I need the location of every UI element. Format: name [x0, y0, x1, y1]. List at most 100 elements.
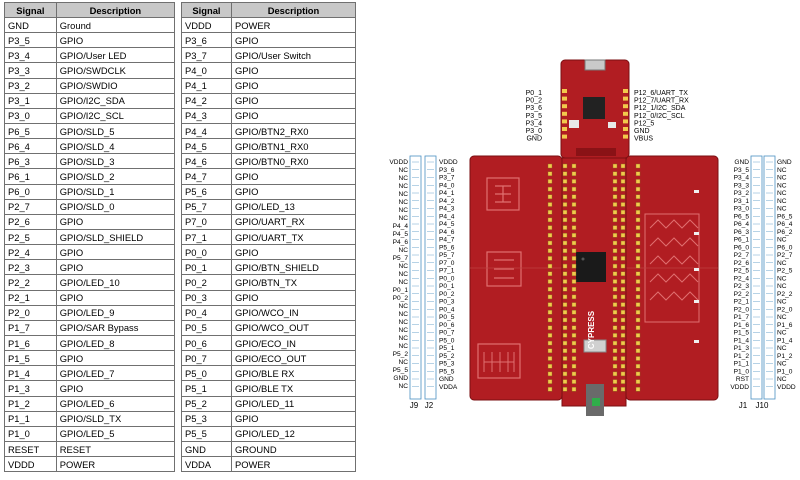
- header-pin: [635, 225, 641, 230]
- header-pin: [612, 179, 618, 184]
- pin-label: P2_0: [734, 306, 750, 313]
- header-pin: [620, 279, 626, 284]
- column-header-signal: Signal: [4, 2, 57, 18]
- header-pin: [571, 194, 577, 200]
- description-cell: GPIO/BTN2_RX0: [230, 122, 357, 140]
- description-cell: GPIO/LED_11: [230, 395, 357, 412]
- header-pin: [547, 186, 553, 192]
- pin-label: VDDD: [389, 159, 408, 166]
- header-pin: [562, 202, 568, 207]
- header-pin: [562, 111, 567, 116]
- signal-cell: P6_0: [4, 183, 57, 200]
- header-pin: [635, 163, 641, 169]
- header-pin: [562, 279, 568, 284]
- header-pin: [547, 171, 553, 176]
- pin-label: NC: [777, 299, 787, 306]
- signal-cell: P0_1: [181, 259, 232, 276]
- pin-label: P3_2: [734, 190, 750, 197]
- pin-label: P4_2: [439, 198, 455, 205]
- signal-cell: P5_7: [181, 198, 232, 215]
- pin-label: NC: [398, 383, 408, 390]
- header-pin: [635, 256, 641, 261]
- header-pin: [635, 302, 641, 307]
- pin-label: VDDA: [439, 384, 458, 391]
- led: [694, 300, 699, 303]
- header-pin: [620, 179, 626, 184]
- description-cell: GPIO/User LED: [55, 47, 176, 64]
- description-cell: GPIO: [230, 92, 357, 109]
- header-pin: [635, 387, 641, 392]
- header-pin: [547, 340, 553, 346]
- description-cell: GPIO/LED_10: [55, 274, 176, 291]
- header-pin: [635, 240, 641, 246]
- header-pin: [612, 186, 618, 192]
- signal-cell: P0_3: [181, 289, 232, 306]
- header-pin: [635, 202, 641, 207]
- description-cell: GPIO/SLD_4: [55, 138, 176, 155]
- header-pin: [562, 364, 568, 369]
- header-pin: [547, 194, 553, 200]
- header-pin: [612, 225, 618, 230]
- header-pin: [562, 379, 568, 384]
- pin-label: P1_0: [777, 368, 793, 375]
- description-cell: GPIO/LED_13: [230, 198, 357, 215]
- header-pin: [635, 348, 641, 353]
- header-pin: [571, 310, 577, 315]
- pin-label: NC: [777, 314, 787, 321]
- pin-label: P3_5: [526, 113, 542, 120]
- pin-label: P5_5: [393, 367, 409, 374]
- description-cell: GPIO/SLD_2: [55, 168, 176, 185]
- header-pin: [571, 287, 577, 292]
- header-pin: [635, 310, 641, 315]
- j2-pin-labels: VDDDP3_6P3_7P4_0P4_1P4_2P4_3P4_4P4_5P4_6…: [439, 159, 458, 391]
- header-pin: [562, 217, 568, 223]
- header-pin: [620, 364, 626, 369]
- signal-cell: P2_5: [4, 228, 57, 246]
- description-cell: GPIO/UART_RX: [230, 213, 357, 230]
- table-header-row: Signal Description: [181, 2, 357, 18]
- header-pin: [562, 387, 568, 392]
- pin-label: NC: [398, 167, 408, 174]
- signal-cell: VDDD: [181, 16, 232, 34]
- pin-label: P5_2: [393, 351, 409, 358]
- pin-label: P4_1: [439, 190, 455, 197]
- header-pin: [562, 263, 568, 269]
- header-pin: [620, 371, 626, 377]
- pin-label: P4_6: [393, 239, 409, 246]
- header-pin: [571, 202, 577, 207]
- header-pin: [620, 387, 626, 392]
- header-pin: [635, 209, 641, 215]
- header-pin: [635, 194, 641, 200]
- j1-header-outline: [750, 155, 763, 400]
- header-pin: [571, 340, 577, 346]
- pin-label: P1_6: [734, 322, 750, 329]
- pin-label: P3_3: [734, 182, 750, 189]
- header-pin: [635, 317, 641, 323]
- header-pin: [620, 325, 626, 330]
- header-pin: [547, 387, 553, 392]
- top-right-pin-labels: P12_6/UART_TXP12_7/UART_RXP12_1/I2C_SDAP…: [634, 90, 689, 143]
- signal-cell: P1_4: [4, 365, 57, 382]
- header-pin: [612, 387, 618, 392]
- signal-cell: VDDD: [4, 456, 57, 473]
- header-pin: [562, 186, 568, 192]
- pin-label: P0_7: [439, 330, 455, 337]
- header-pin: [547, 310, 553, 315]
- header-pin: [547, 379, 553, 384]
- description-cell: GPIO/BLE RX: [230, 365, 357, 382]
- description-cell: POWER: [230, 456, 357, 473]
